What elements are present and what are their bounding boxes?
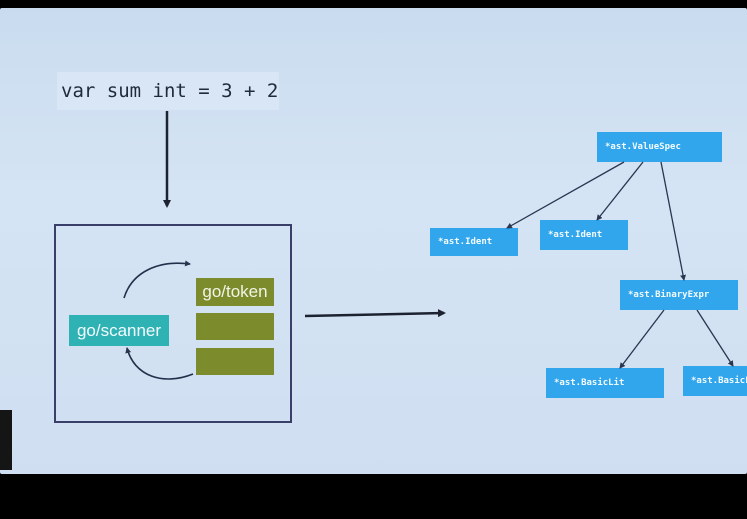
loop-arrow-bottom xyxy=(125,347,194,380)
go-scanner-node: go/scanner xyxy=(69,315,169,346)
scanner-box xyxy=(54,224,292,423)
ast-basiclit-node-left: *ast.BasicLit xyxy=(546,368,664,398)
ast-basiclit-node-right: *ast.BasicLit xyxy=(683,366,747,396)
edge-valuespec-ident-right xyxy=(596,161,644,221)
ast-binaryexpr-node: *ast.BinaryExpr xyxy=(620,280,738,310)
token-slot-3 xyxy=(196,348,274,375)
ast-ident-node-right: *ast.Ident xyxy=(540,220,628,250)
token-slot-2 xyxy=(196,313,274,340)
connector-lines xyxy=(123,111,734,380)
edge-binaryexpr-basiclit-left xyxy=(619,309,665,369)
scanner-to-ast-arrow xyxy=(304,309,446,318)
screen-edge-shadow xyxy=(0,410,12,470)
edge-binaryexpr-basiclit-right xyxy=(696,309,734,367)
go-token-node: go/token xyxy=(196,278,274,306)
edge-valuespec-binaryexpr xyxy=(660,161,686,281)
code-snippet: var sum int = 3 + 2 xyxy=(57,72,279,110)
ast-valuespec-node: *ast.ValueSpec xyxy=(597,132,722,162)
edge-valuespec-ident-left xyxy=(506,161,625,229)
ast-ident-node-left: *ast.Ident xyxy=(430,228,518,256)
loop-arrow-top xyxy=(123,260,191,299)
presentation-slide: var sum int = 3 + 2 go/scanner go/token … xyxy=(0,8,747,474)
